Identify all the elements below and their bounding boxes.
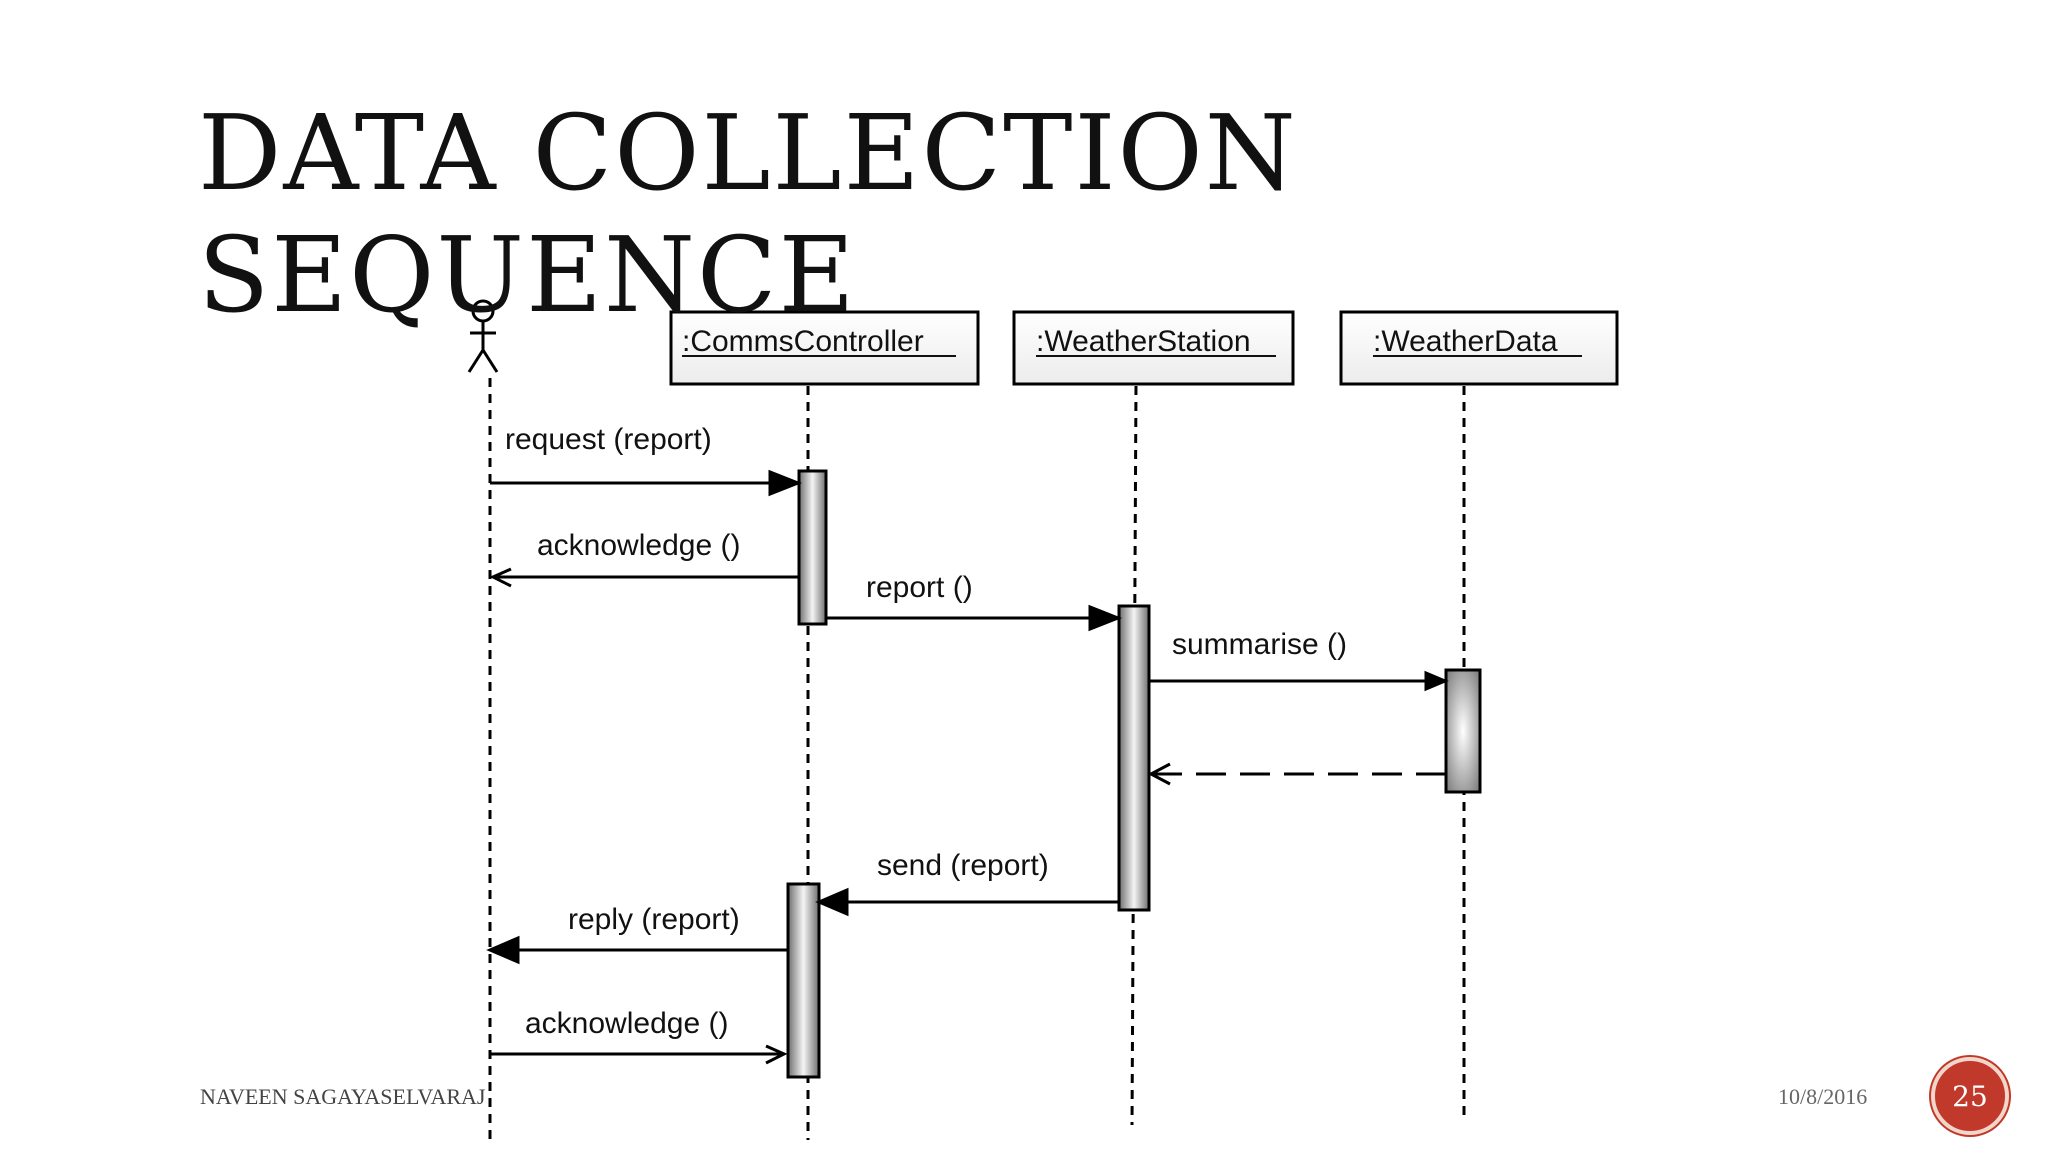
footer-author: NAVEEN SAGAYASELVARAJ xyxy=(200,1084,486,1109)
page-number-badge: 25 xyxy=(1931,1057,2009,1135)
slide-title: DATA COLLECTION SEQUENCE xyxy=(198,92,1298,336)
activation-comms-2 xyxy=(786,882,821,1079)
actor-icon xyxy=(467,299,499,373)
slide-title-line-1: DATA COLLECTION xyxy=(198,92,1298,214)
lifeline-label-data: :WeatherData xyxy=(1373,325,1558,358)
lifeline-box-station: :WeatherStation xyxy=(1012,310,1295,386)
activation-comms-1 xyxy=(797,469,828,626)
footer-date: 10/8/2016 xyxy=(1778,1084,1868,1109)
activation-data xyxy=(1444,668,1482,794)
activation-station xyxy=(1117,604,1151,912)
message-label-reply: reply (report) xyxy=(568,903,740,936)
lifeline-box-comms: :CommsController xyxy=(669,310,980,386)
lifeline-box-data: :WeatherData xyxy=(1339,310,1619,386)
lifeline-label-comms: :CommsController xyxy=(682,325,924,358)
message-label-acknowledge-1: acknowledge () xyxy=(537,529,740,562)
slide-title-line-2: SEQUENCE xyxy=(198,214,857,336)
message-label-request: request (report) xyxy=(505,423,712,456)
lifeline-label-station: :WeatherStation xyxy=(1036,325,1251,358)
message-label-send: send (report) xyxy=(877,849,1049,882)
message-label-report: report () xyxy=(866,571,973,604)
page-number: 25 xyxy=(1952,1079,1988,1113)
message-label-acknowledge-2: acknowledge () xyxy=(525,1007,728,1040)
message-label-summarise: summarise () xyxy=(1172,628,1347,661)
